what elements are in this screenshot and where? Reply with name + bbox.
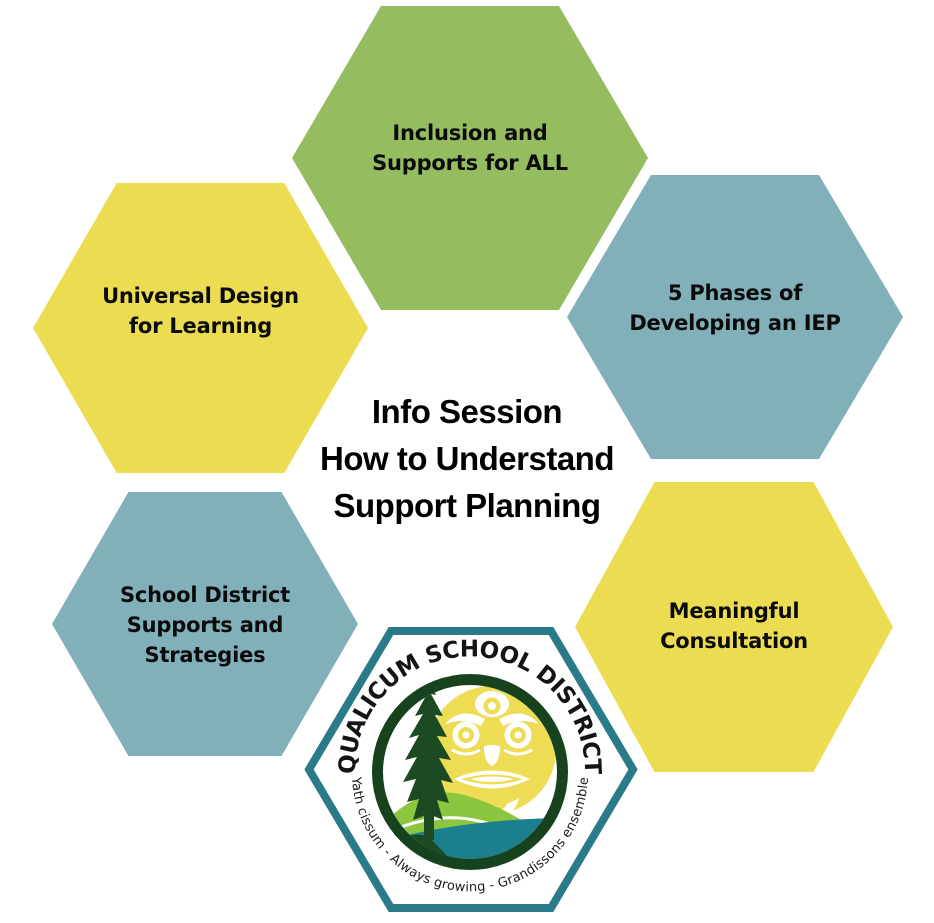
label-line: Consultation [660, 629, 808, 653]
sun-icon [428, 686, 556, 821]
label-line: Inclusion and [392, 121, 548, 146]
hexagon-district-supports-label: School District Supports and Strategies [52, 581, 358, 670]
school-district-logo: QUALICUM SCHOOL DISTRICT Yath cissum - A… [304, 627, 638, 912]
label-line: Meaningful [668, 599, 800, 624]
tree-icon [403, 685, 453, 840]
label-line: 5 Phases of [667, 281, 803, 306]
page-title: Info Session How to Understand Support P… [267, 388, 667, 529]
title-line: Info Session [371, 393, 563, 430]
hexagon-district-supports: School District Supports and Strategies [52, 492, 358, 756]
label-line: for Learning [128, 314, 273, 338]
logo-ring [372, 674, 568, 870]
title-line: Support Planning [333, 487, 601, 524]
hexagon-universal-design-label: Universal Design for Learning [33, 282, 368, 342]
label-line: Developing an IEP [629, 311, 841, 335]
label-line: Strategies [144, 642, 266, 667]
label-line: School District [119, 583, 291, 608]
hexagon-meaningful-consultation-label: Meaningful Consultation [575, 597, 893, 657]
hexagon-inclusion-supports-label: Inclusion and Supports for ALL [292, 119, 648, 179]
label-line: Supports and [126, 613, 284, 638]
label-line: Supports for ALL [372, 151, 568, 175]
hexagon-five-phases-iep-label: 5 Phases of Developing an IEP [567, 279, 903, 339]
label-line: Universal Design [102, 284, 299, 309]
hexagon-inclusion-supports: Inclusion and Supports for ALL [292, 6, 648, 310]
title-line: How to Understand [320, 440, 615, 477]
